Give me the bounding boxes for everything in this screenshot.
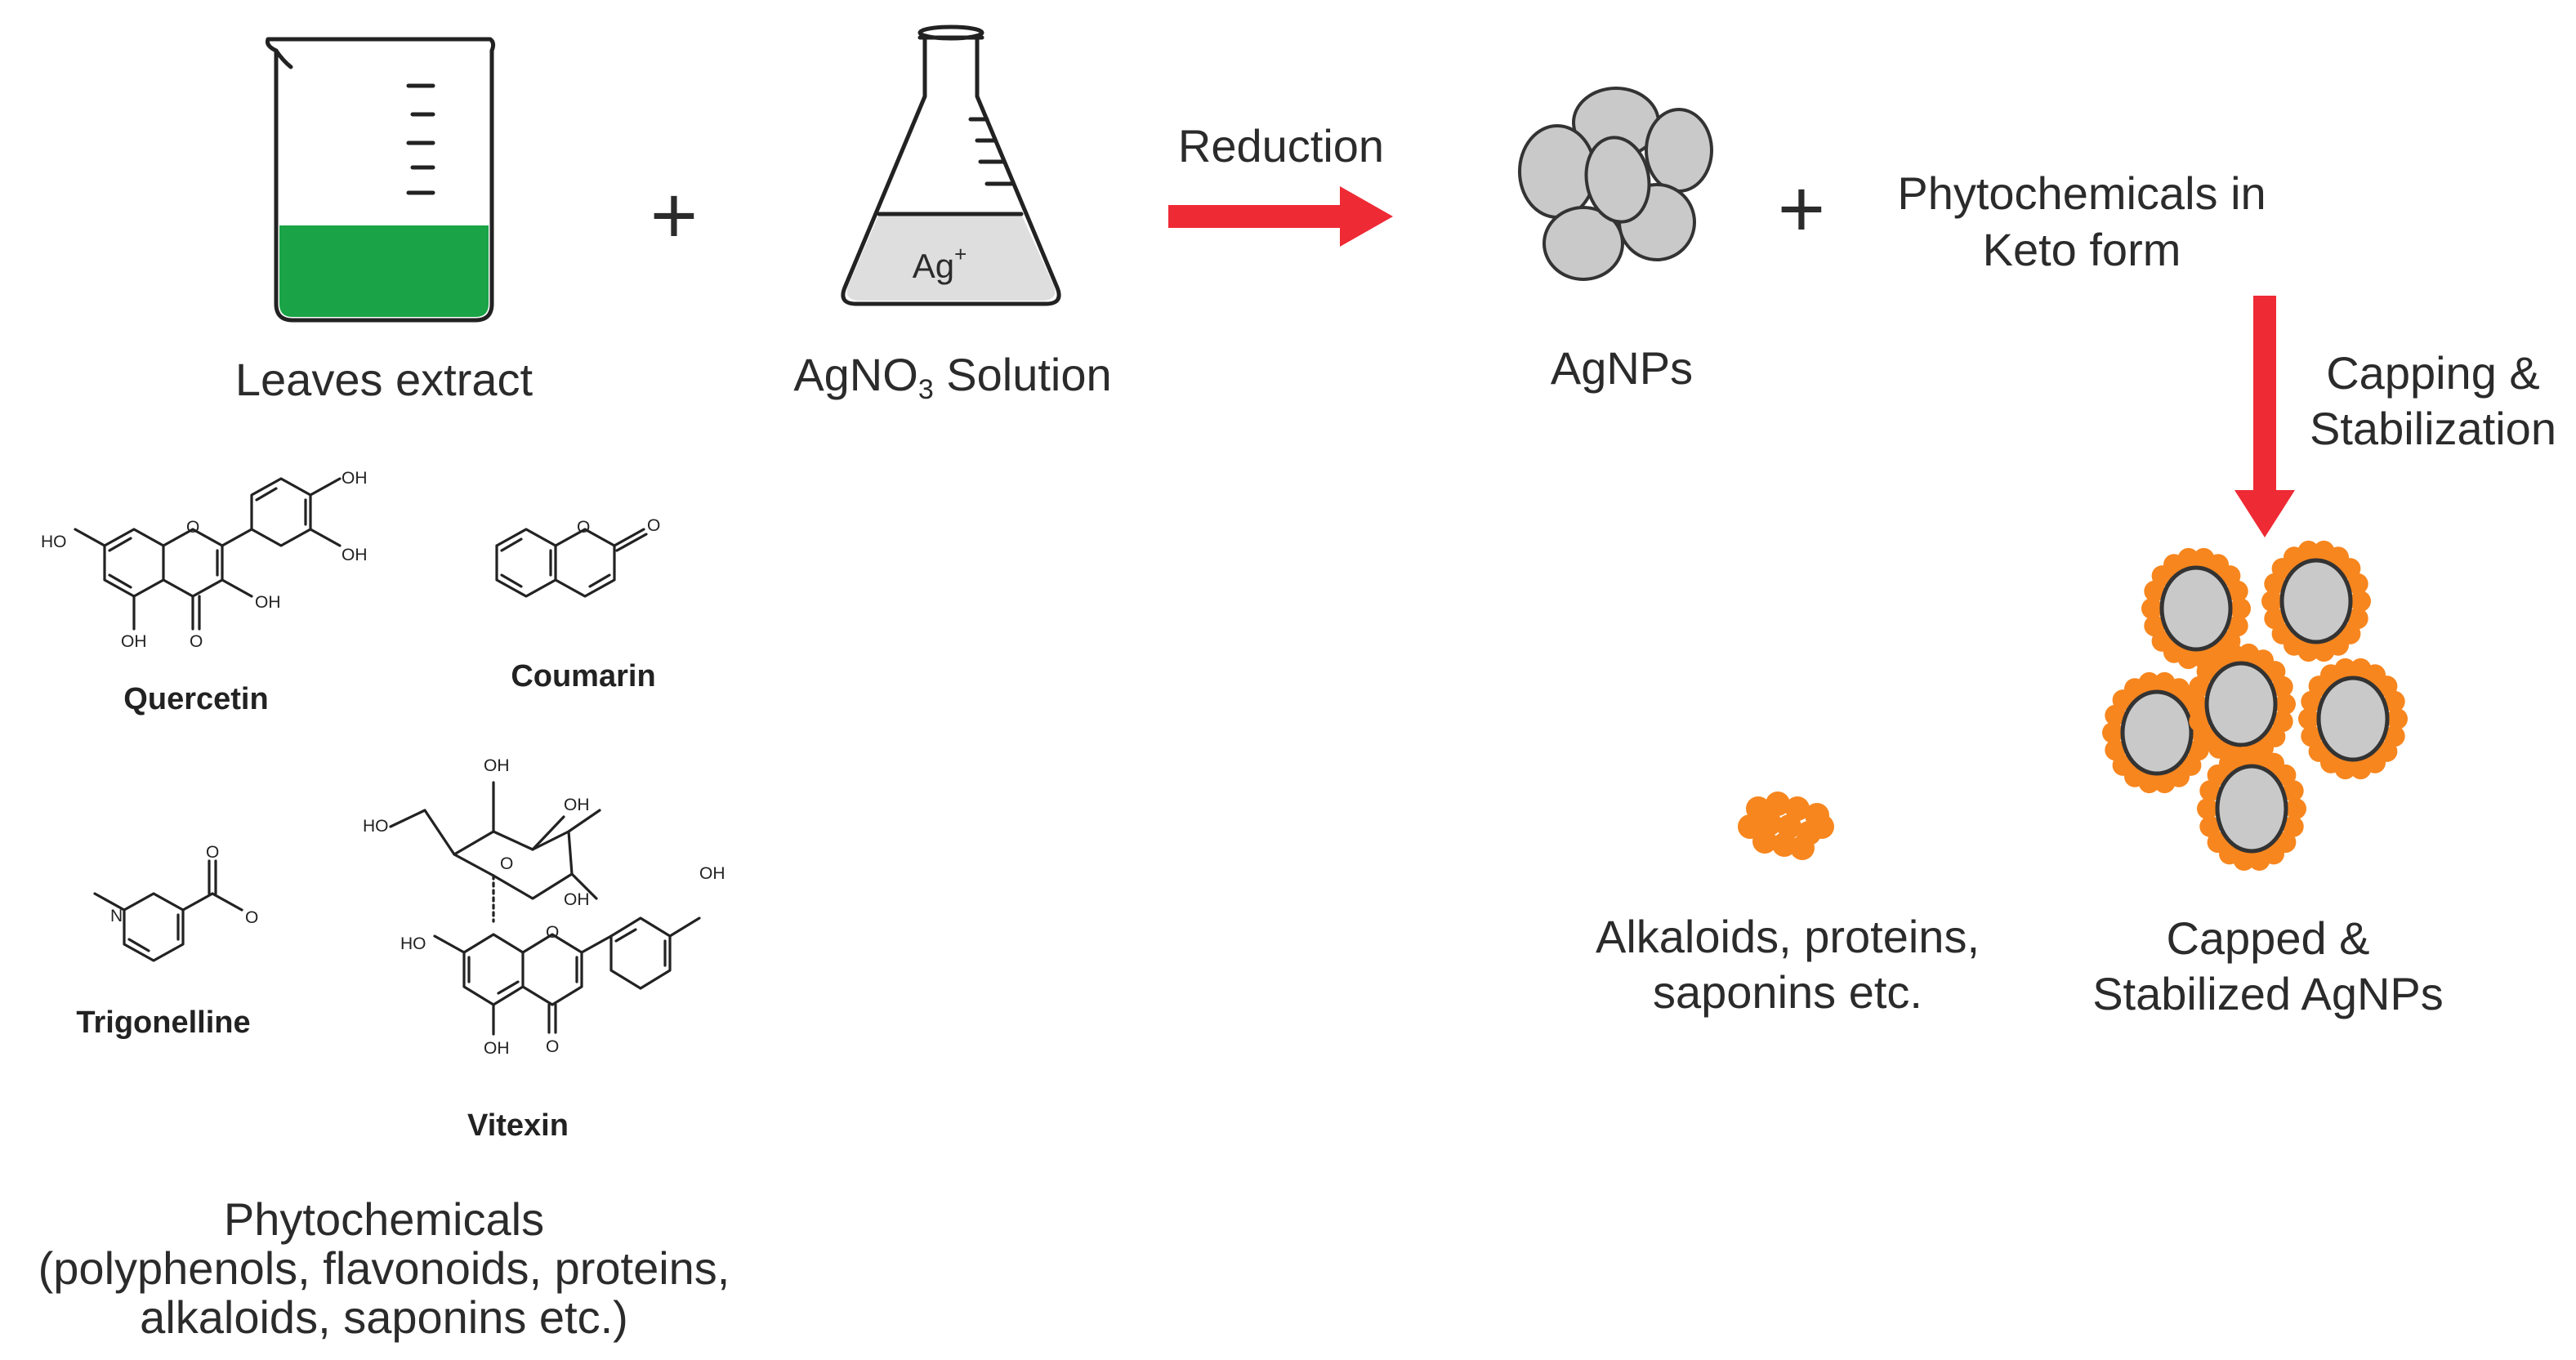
trigonelline-n: N <box>110 907 123 925</box>
vitexin-oh-2: OH <box>564 890 590 909</box>
capped-label-line1: Capped & <box>2166 912 2369 964</box>
capped-particle <box>2261 540 2371 662</box>
coumarin-label: Coumarin <box>511 659 655 693</box>
quercetin-label: Quercetin <box>123 682 268 716</box>
vitexin-o-sugar: O <box>500 854 513 873</box>
capping-label-line1: Capping & <box>2326 347 2540 399</box>
quercetin-o-keto: O <box>190 632 203 651</box>
quercetin-oh-2: OH <box>342 546 368 564</box>
agno3-solution-label: AgNO3 Solution <box>793 349 1111 405</box>
beaker-icon <box>266 37 496 323</box>
phyto-desc-line2: alkaloids, saponins etc.) <box>140 1291 628 1343</box>
plus-sign-1: + <box>650 170 698 261</box>
quercetin-oh-3: OH <box>255 593 281 612</box>
vitexin-ho-2: HO <box>400 934 426 953</box>
vitexin-structure-icon <box>389 781 701 1036</box>
agnp-cluster-icon <box>1518 87 1713 281</box>
agnps-label: AgNPs <box>1551 342 1693 394</box>
capping-label-line2: Stabilization <box>2310 403 2556 454</box>
reduction-label: Reduction <box>1178 120 1384 172</box>
phytochemical-bead <box>1810 814 1834 839</box>
phytochemical-cluster-icon <box>1738 791 1834 860</box>
extract-liquid <box>279 225 489 317</box>
phyto-keto-label-line1: Phytochemicals in <box>1897 167 2266 219</box>
capped-agnp-cluster-icon <box>2102 540 2408 871</box>
vitexin-label: Vitexin <box>467 1108 569 1143</box>
alkaloids-label-line1: Alkaloids, proteins, <box>1596 911 1980 962</box>
trigonelline-o-minus: O <box>245 908 258 927</box>
phyto-desc-line1: (polyphenols, flavonoids, proteins, <box>38 1242 730 1294</box>
reduction-arrow-icon <box>1168 186 1393 247</box>
vitexin-oh-3: OH <box>699 864 725 883</box>
leaves-extract-label: Leaves extract <box>235 354 534 405</box>
quercetin-o-ring: O <box>186 518 199 537</box>
vitexin-oh-4: OH <box>484 1039 510 1058</box>
vitexin-o-keto: O <box>546 1037 559 1056</box>
coumarin-o-keto: O <box>647 516 660 535</box>
quercetin-ho-1: HO <box>41 533 67 551</box>
phytochemical-bead <box>1766 791 1790 816</box>
quercetin-oh-4: OH <box>121 632 147 651</box>
phyto-keto-label-line2: Keto form <box>1983 224 2181 275</box>
capped-particle <box>2186 643 2296 765</box>
vitexin-ho-1: HO <box>363 817 389 836</box>
vitexin-o-ring: O <box>546 923 559 942</box>
plus-sign-2: + <box>1778 163 1825 255</box>
trigonelline-o-top: O <box>206 843 219 862</box>
vitexin-oh-1: OH <box>564 796 590 814</box>
coumarin-o-ring: O <box>577 518 590 537</box>
phytochemical-bead <box>1752 829 1777 854</box>
flask-icon <box>841 25 1061 306</box>
alkaloids-label-line2: saponins etc. <box>1653 966 1922 1018</box>
vitexin-oh-top: OH <box>484 756 510 775</box>
trigonelline-structure-icon <box>93 859 243 962</box>
coumarin-structure-icon <box>495 528 648 598</box>
ag-ion-label: Ag+ <box>913 242 967 285</box>
trigonelline-label: Trigonelline <box>76 1006 250 1040</box>
capped-particle <box>2197 747 2306 871</box>
quercetin-oh-1: OH <box>342 469 368 488</box>
capped-particle <box>2298 658 2408 780</box>
capped-label-line2: Stabilized AgNPs <box>2092 968 2444 1019</box>
quercetin-structure-icon <box>74 477 342 631</box>
capping-arrow-icon <box>2234 296 2295 537</box>
phytochemical-bead <box>1790 836 1815 860</box>
phyto-title: Phytochemicals <box>224 1193 544 1245</box>
agno3-solution-liquid <box>846 214 1056 301</box>
